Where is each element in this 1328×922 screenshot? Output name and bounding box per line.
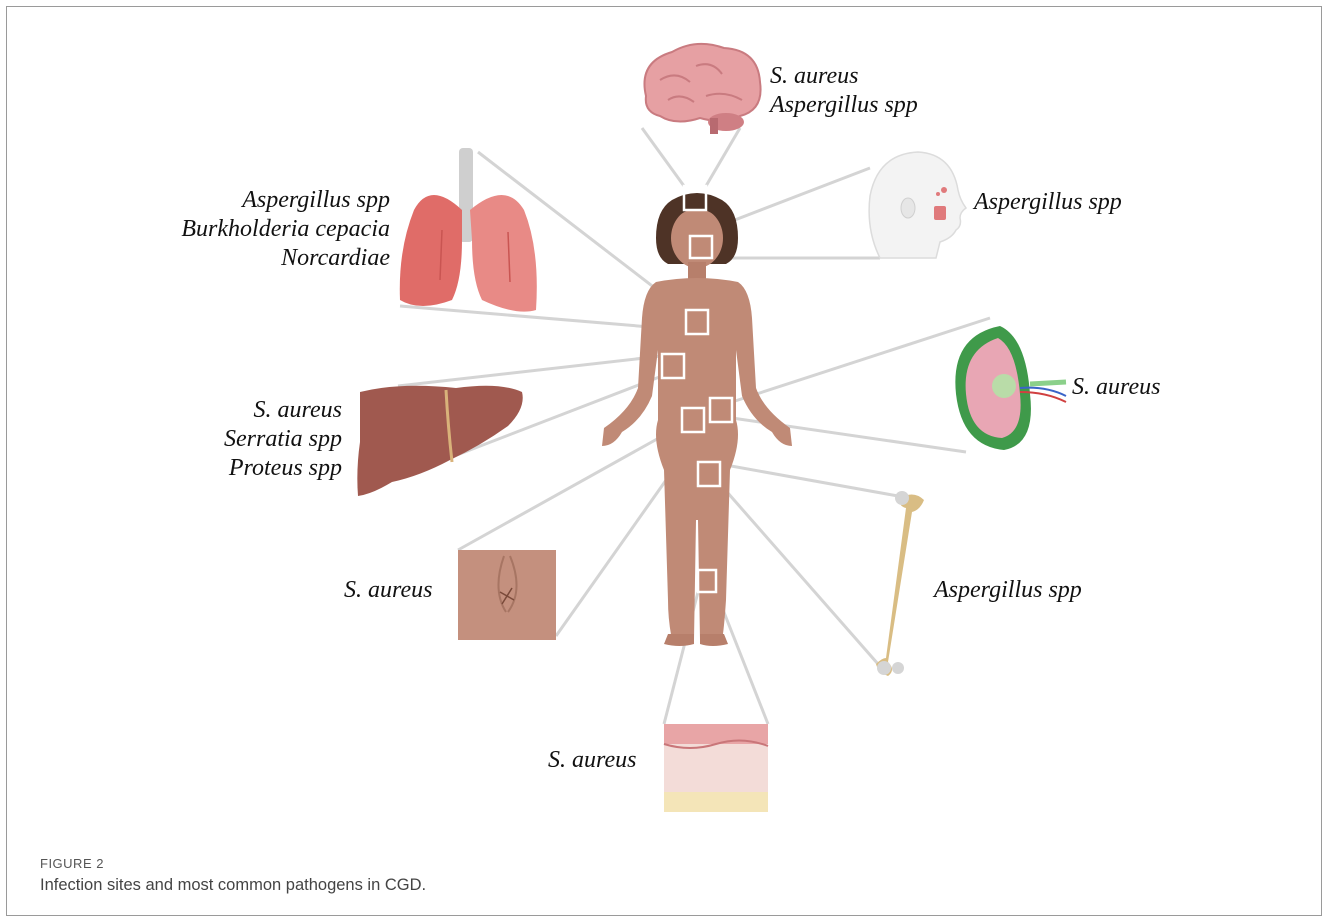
label-lungs-line-2: Burkholderia cepacia <box>181 215 390 244</box>
lungs-illustration <box>400 148 537 312</box>
label-liver-line-1: S. aureus <box>224 396 342 425</box>
head-sinus-illustration <box>869 152 966 258</box>
figure-caption-title: FIGURE 2 <box>40 856 104 871</box>
label-liver-line-2: Serratia spp <box>224 425 342 454</box>
bone-illustration <box>876 491 924 676</box>
brain-illustration <box>644 44 760 134</box>
figure-caption-text: Infection sites and most common pathogen… <box>40 876 426 895</box>
label-bone-line-1: Aspergillus spp <box>934 576 1082 605</box>
label-sinus: Aspergillus spp <box>974 188 1122 217</box>
label-brain-line-2: Aspergillus spp <box>770 91 918 120</box>
label-lungs-line-3: Norcardiae <box>181 244 390 273</box>
label-skin: S. aureus <box>548 746 636 775</box>
label-lymph-node: S. aureus <box>1072 373 1160 402</box>
label-lungs-line-1: Aspergillus spp <box>181 186 390 215</box>
label-liver: S. aureus Serratia spp Proteus spp <box>224 396 342 483</box>
lymph-node-illustration <box>955 326 1066 450</box>
label-lymph-node-line-1: S. aureus <box>1072 373 1160 402</box>
label-liver-line-3: Proteus spp <box>224 454 342 483</box>
label-sinus-line-1: Aspergillus spp <box>974 188 1122 217</box>
liver-illustration <box>357 386 522 496</box>
perianal-illustration <box>458 550 556 640</box>
skin-section-illustration <box>664 724 768 812</box>
label-bone: Aspergillus spp <box>934 576 1082 605</box>
label-perianal: S. aureus <box>344 576 432 605</box>
label-brain-line-1: S. aureus <box>770 62 918 91</box>
label-perianal-line-1: S. aureus <box>344 576 432 605</box>
label-skin-line-1: S. aureus <box>548 746 636 775</box>
label-brain: S. aureus Aspergillus spp <box>770 62 918 120</box>
label-lungs: Aspergillus spp Burkholderia cepacia Nor… <box>181 186 390 273</box>
